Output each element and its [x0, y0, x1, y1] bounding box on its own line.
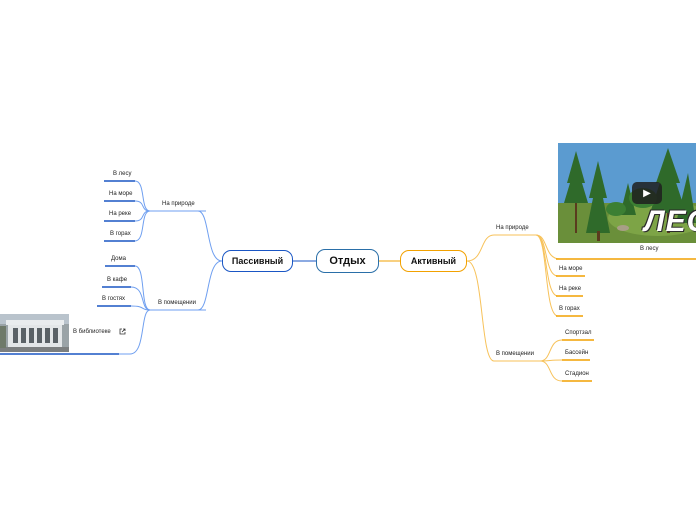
edge-a-indoors-stadium: [539, 360, 592, 382]
active-nature-item[interactable]: В горах: [559, 306, 580, 312]
passive-indoors-item[interactable]: В библиотеке: [73, 329, 111, 335]
root-node[interactable]: Отдых: [316, 249, 379, 273]
passive-nature-item[interactable]: В горах: [110, 231, 131, 237]
edge-nature-sea: [106, 200, 151, 212]
root-label: Отдых: [329, 255, 366, 267]
passive-nature-topic[interactable]: На природе: [162, 201, 195, 207]
passive-nature-item[interactable]: На море: [109, 191, 133, 197]
play-icon[interactable]: ▶: [632, 182, 662, 204]
active-nature-item[interactable]: На море: [559, 266, 583, 272]
active-nature-item[interactable]: На реке: [559, 286, 582, 292]
active-nature-item[interactable]: В лесу: [640, 246, 659, 252]
passive-indoors-item[interactable]: Дома: [111, 256, 126, 262]
edge-indoors-guests: [99, 305, 151, 311]
active-indoors-item[interactable]: Спортзал: [565, 330, 592, 336]
passive-indoors-item[interactable]: В гостях: [102, 296, 126, 302]
passive-nature-item[interactable]: В лесу: [113, 171, 132, 177]
edge-nature-forest: [106, 180, 151, 212]
edge-nature-mountains: [106, 210, 151, 242]
edge-indoors-home: [106, 265, 151, 311]
active-indoors-item[interactable]: Бассейн: [565, 350, 589, 356]
edge-indoors-cafe: [104, 286, 151, 311]
passive-nature-item[interactable]: На реке: [109, 211, 132, 217]
passive-indoors-topic[interactable]: В помещении: [158, 300, 196, 306]
active-indoors-topic[interactable]: В помещении: [496, 351, 534, 357]
passive-indoors-item[interactable]: В кафе: [107, 277, 128, 283]
active-indoors-item[interactable]: Стадион: [565, 371, 589, 377]
edge-active-indoors: [466, 260, 540, 362]
video-title-overlay: ЛЕС: [644, 205, 696, 238]
passive-node[interactable]: Пассивный: [222, 250, 293, 272]
passive-label: Пассивный: [231, 256, 284, 266]
edge-a-indoors-gym: [539, 339, 594, 362]
edge-active-nature: [466, 234, 536, 262]
library-building-photo: [0, 314, 69, 352]
external-link-icon[interactable]: [119, 328, 126, 335]
forest-video[interactable]: ▶ ЛЕС: [558, 143, 696, 243]
edge-indoors-library: [0, 309, 151, 355]
active-nature-topic[interactable]: На природе: [496, 225, 529, 231]
edge-a-indoors-pool: [539, 359, 590, 362]
library-image[interactable]: [0, 314, 69, 352]
edge-passive-nature: [150, 210, 223, 262]
active-label: Активный: [410, 256, 457, 266]
active-node[interactable]: Активный: [400, 250, 467, 272]
